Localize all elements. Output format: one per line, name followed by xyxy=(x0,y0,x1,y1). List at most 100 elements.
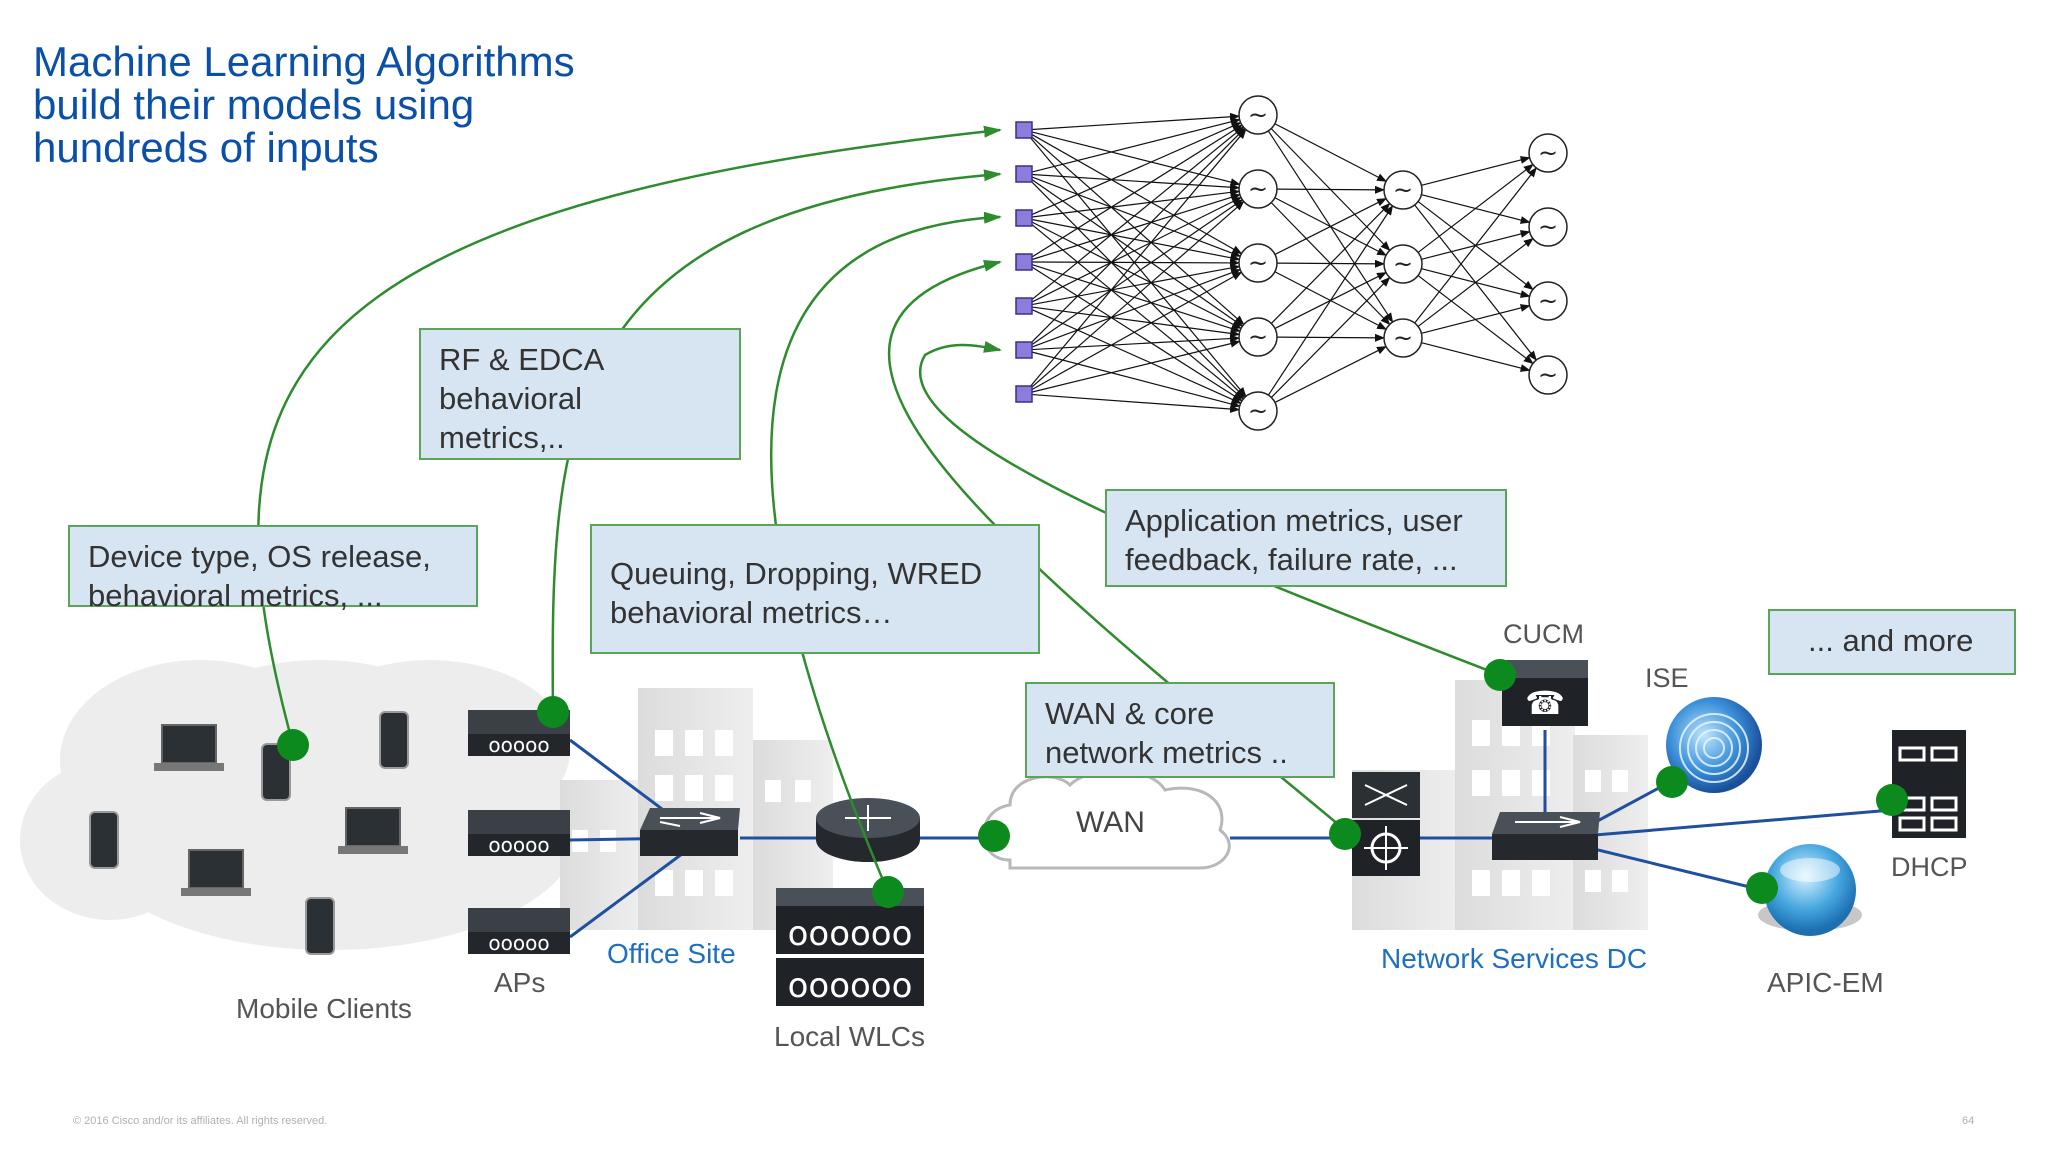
output-node xyxy=(1528,133,1568,173)
network-edge xyxy=(1414,167,1537,324)
node-symbol: ~ xyxy=(1248,323,1268,351)
node-symbol: ~ xyxy=(1538,213,1558,241)
source-dot xyxy=(1329,818,1361,850)
callout-text: metrics,.. xyxy=(439,420,565,455)
label-office-site: Office Site xyxy=(607,938,736,969)
node-symbol: ~ xyxy=(1393,250,1413,278)
network-edge xyxy=(1030,124,1243,259)
dhcp-server-icon xyxy=(1892,730,1966,838)
access-point-icon: ooooo xyxy=(468,908,570,955)
network-edge xyxy=(1030,199,1244,346)
network-edge xyxy=(1031,339,1241,393)
network-edge xyxy=(1270,202,1391,324)
label-cucm: CUCM xyxy=(1503,619,1584,649)
input-node xyxy=(1015,165,1033,183)
network-edge xyxy=(1028,128,1247,389)
source-dot xyxy=(1484,659,1516,691)
node-symbol: ~ xyxy=(1538,287,1558,315)
title-line: Machine Learning Algorithms xyxy=(33,38,575,85)
label-wan: WAN xyxy=(1076,806,1145,839)
network-edge xyxy=(1029,179,1246,399)
hidden-node xyxy=(1383,170,1423,210)
hidden-node xyxy=(1238,391,1278,431)
network-edge xyxy=(1031,117,1241,173)
wireless-controller-icon: oooooo oooooo xyxy=(776,888,924,1006)
laptop-icon xyxy=(181,849,251,896)
source-dot xyxy=(1876,784,1908,816)
network-edge xyxy=(1031,334,1241,351)
network-edge xyxy=(1274,198,1387,255)
svg-text:oooooo: oooooo xyxy=(788,914,913,954)
network-edge xyxy=(1417,163,1534,253)
input-node xyxy=(1015,209,1033,227)
smartphone-icon xyxy=(379,711,409,769)
network-edge xyxy=(1031,112,1241,131)
label-mobile-clients: Mobile Clients xyxy=(236,993,412,1024)
network-edge xyxy=(1274,123,1388,182)
hidden-node xyxy=(1238,317,1278,357)
network-edge xyxy=(1267,205,1394,396)
network-edge xyxy=(1031,173,1241,192)
label-aps: APs xyxy=(494,967,546,998)
input-node xyxy=(1015,385,1033,403)
title-line: hundreds of inputs xyxy=(33,124,379,171)
network-edge xyxy=(1031,258,1241,267)
network-edge xyxy=(1031,351,1241,408)
network-edge xyxy=(1030,271,1243,391)
laptop-icon xyxy=(338,807,408,854)
network-edge xyxy=(1030,178,1244,327)
data-source-dots xyxy=(277,659,1908,908)
network-edge xyxy=(1029,222,1245,400)
hidden-node xyxy=(1238,169,1278,209)
title-line: build their models using xyxy=(33,81,475,128)
smartphone-icon xyxy=(305,897,335,955)
svg-text:ooooo: ooooo xyxy=(488,931,549,955)
core-switch-icon xyxy=(1352,772,1420,876)
network-edge xyxy=(1029,126,1245,302)
smartphone-icon xyxy=(89,811,119,869)
network-edge xyxy=(1031,188,1241,218)
callout-wan-core-metrics: WAN & core network metrics .. xyxy=(1025,682,1335,778)
callout-text: network metrics .. xyxy=(1045,735,1288,770)
network-edge xyxy=(1030,265,1243,402)
network-edge xyxy=(1031,176,1242,257)
callout-device-metrics: Device type, OS release, behavioral metr… xyxy=(68,525,478,613)
node-symbol: ~ xyxy=(1538,361,1558,389)
network-edge xyxy=(1276,185,1386,194)
network-edge xyxy=(1030,196,1242,303)
input-node xyxy=(1015,121,1033,139)
network-edge xyxy=(1031,269,1242,348)
callout-text: ... and more xyxy=(1808,623,1974,658)
callout-text: behavioral metrics, ... xyxy=(88,578,383,613)
network-edge xyxy=(1030,221,1242,329)
callout-text: RF & EDCA xyxy=(439,342,605,377)
source-dot xyxy=(277,729,309,761)
callout-text: behavioral metrics… xyxy=(610,595,893,630)
network-edge xyxy=(1421,156,1531,186)
network-edge xyxy=(1028,135,1247,398)
network-edge xyxy=(1031,122,1242,216)
source-dot xyxy=(872,876,904,908)
network-edge xyxy=(1031,264,1241,306)
hidden-node xyxy=(1238,95,1278,135)
callout-and-more: ... and more xyxy=(1768,609,2016,675)
output-node xyxy=(1528,281,1568,321)
node-symbol: ~ xyxy=(1538,139,1558,167)
svg-text:ooooo: ooooo xyxy=(488,833,549,857)
node-symbol: ~ xyxy=(1248,397,1268,425)
node-symbol: ~ xyxy=(1248,249,1268,277)
callout-text: Device type, OS release, xyxy=(88,539,431,574)
label-apic-em: APIC-EM xyxy=(1767,967,1884,998)
cucm-server-icon: ☎ xyxy=(1502,660,1588,726)
node-symbol: ~ xyxy=(1393,176,1413,204)
callout-text: Queuing, Dropping, WRED xyxy=(610,556,983,591)
node-symbol: ~ xyxy=(1248,101,1268,129)
mobile-clients-cloud xyxy=(20,660,580,950)
network-edge xyxy=(1031,393,1241,413)
network-edge xyxy=(1031,131,1241,187)
input-node xyxy=(1015,297,1033,315)
neural-network: ~~~~~~~~~~~~ xyxy=(1015,95,1568,431)
smartphone-icon xyxy=(261,743,291,801)
callout-text: Application metrics, user xyxy=(1125,503,1463,538)
hidden-node xyxy=(1383,318,1423,358)
